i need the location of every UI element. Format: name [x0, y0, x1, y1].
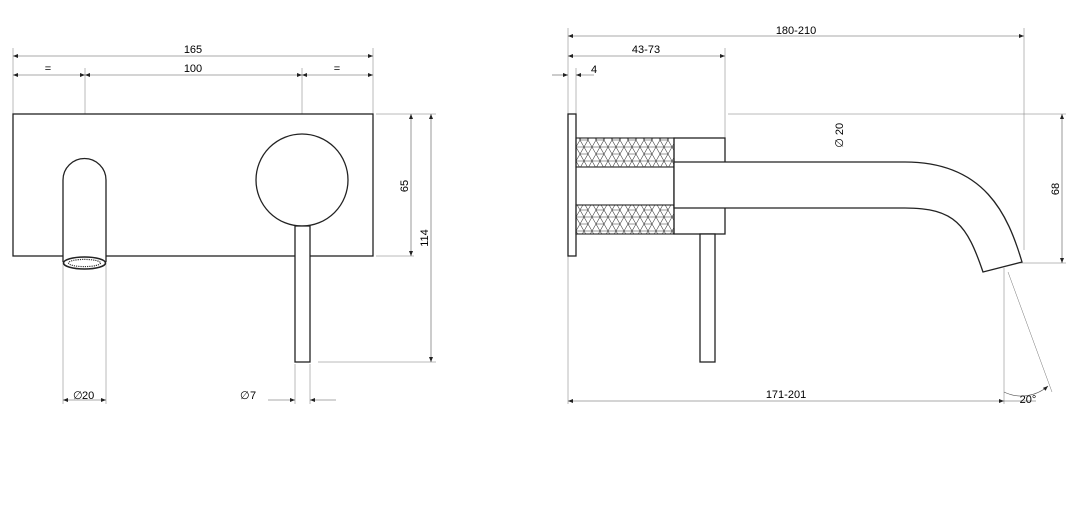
- projection-label: 171-201: [766, 389, 806, 401]
- wall-plate: [567, 113, 577, 257]
- front-dimension-lines: [13, 54, 433, 402]
- side-spout-diameter-label: 20: [834, 123, 846, 135]
- side-lever: [699, 233, 716, 363]
- front-labels: 165 = 100 = 65 114 ∅ 20 ∅ 7: [45, 44, 431, 402]
- lever-diameter-symbol: ∅: [240, 390, 250, 402]
- spout-diameter-20-label: 20: [82, 390, 94, 402]
- side-spout: [673, 161, 1023, 273]
- wall-depth-label: 43-73: [632, 44, 660, 56]
- total-length-label: 180-210: [776, 25, 816, 37]
- front-lever: [294, 225, 311, 363]
- front-extension-lines: [12, 48, 436, 404]
- aerator-mesh: [67, 258, 102, 268]
- total-height-114-label: 114: [419, 229, 431, 247]
- lever-diameter-7-label: 7: [250, 390, 256, 402]
- aerator-outlet: [62, 256, 107, 270]
- equal-left-label: =: [45, 63, 51, 75]
- side-labels: 180-210 43-73 4 68 ∅ 20 171-201 20°: [591, 25, 1062, 406]
- side-extension-lines: [567, 28, 1066, 404]
- angle-label: 20°: [1020, 394, 1037, 406]
- front-handle-disc: [255, 133, 349, 227]
- centers-100-label: 100: [184, 63, 202, 75]
- equal-right-label: =: [334, 63, 340, 75]
- front-view: 165 = 100 = 65 114 ∅ 20 ∅ 7: [12, 44, 436, 404]
- side-diameter-symbol: ∅: [834, 138, 846, 148]
- height-65-label: 65: [399, 180, 411, 192]
- outlet-height-label: 68: [1050, 183, 1062, 195]
- front-spout: [62, 157, 107, 262]
- width-165-label: 165: [184, 44, 202, 56]
- plate-thickness-label: 4: [591, 64, 597, 76]
- spout-diameter-symbol: ∅: [73, 390, 83, 402]
- knurled-sleeve-bottom: [575, 204, 675, 235]
- side-dimension-lines: [552, 34, 1064, 403]
- side-view: 180-210 43-73 4 68 ∅ 20 171-201 20°: [552, 25, 1066, 406]
- knurled-sleeve-top: [575, 137, 675, 168]
